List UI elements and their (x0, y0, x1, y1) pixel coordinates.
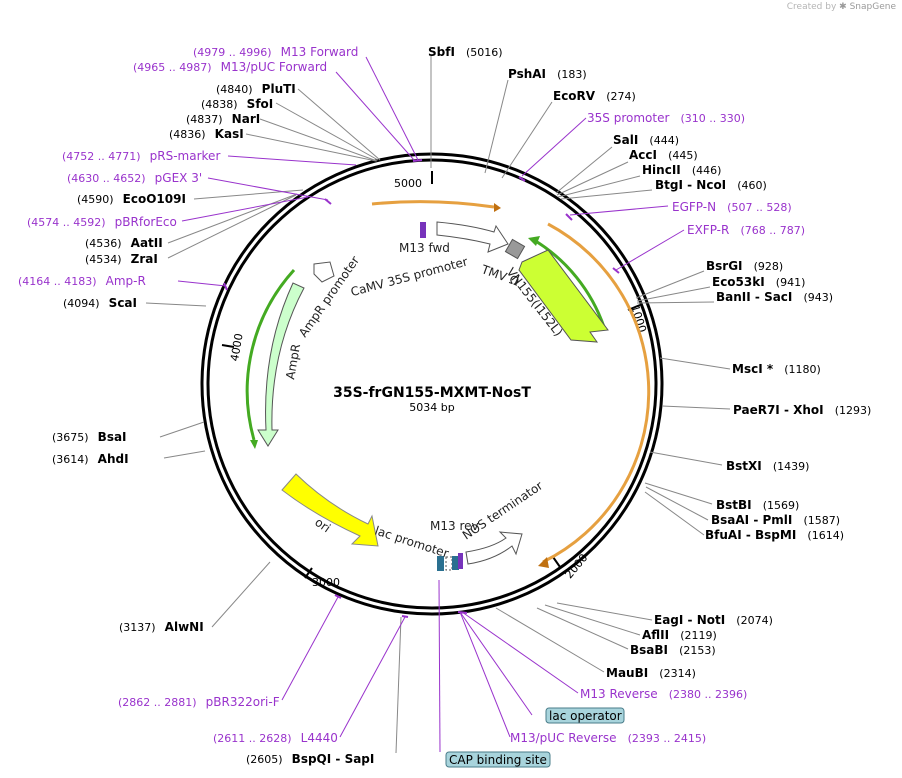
enzyme-banii-saci[interactable]: BanII - SacI (943) (716, 286, 833, 305)
green-arc-right (533, 238, 606, 328)
enzyme-maubi[interactable]: MauBI (2314) (606, 662, 696, 681)
primer-m13-forward[interactable]: (4979 .. 4996) M13 Forward (193, 41, 358, 60)
cap-site-box (437, 556, 444, 571)
enzyme-connectors (145, 56, 731, 754)
enzyme-msci[interactable]: MscI * (1180) (732, 358, 821, 377)
tick-4000: 4000 (228, 332, 246, 362)
label-ampr: AmpR (283, 343, 303, 381)
lac-operator-label-box[interactable] (545, 707, 625, 724)
enzyme-bsaai-pmli[interactable]: BsaAI - PmlI (1587) (711, 509, 840, 528)
m13-rev-box (458, 553, 463, 569)
primer-m13-puc-reverse[interactable]: M13/pUC Reverse (2393 .. 2415) (510, 727, 706, 746)
green-arc-left-arrow (250, 440, 258, 449)
enzyme-sali[interactable]: SalI (444) (613, 129, 679, 148)
m13-fwd-box (420, 222, 426, 238)
green-arc-right-arrow (528, 236, 540, 246)
enzyme-kasi[interactable]: (4836) KasI (169, 123, 244, 142)
primer-exfp-r[interactable]: EXFP-R (768 .. 787) (687, 219, 805, 238)
enzyme-btgi-ncoi[interactable]: BtgI - NcoI (460) (655, 174, 767, 193)
snapgene-watermark: Created by ✱ SnapGene (787, 2, 896, 12)
label-m13-rev: M13 rev (430, 519, 479, 533)
enzyme-labels: SbfI (5016) PshAI (183) EcoRV (274) SalI… (52, 41, 871, 767)
ampr-promoter-arrow (313, 261, 335, 283)
tick-3000: 3000 (312, 576, 340, 589)
plasmid-length: 5034 bp (409, 401, 454, 414)
primer-connectors (177, 56, 685, 753)
watermark-brand: SnapGene (849, 2, 896, 12)
tick-5000: 5000 (394, 177, 422, 190)
plasmid-name: 35S-frGN155-MXMT-NosT (333, 385, 531, 401)
vn155-arrow (518, 249, 609, 343)
enzyme-bstxi[interactable]: BstXI (1439) (726, 455, 809, 474)
cap-binding-site-label-box[interactable] (445, 751, 551, 768)
enzyme-bsai[interactable]: (3675) BsaI (52, 426, 127, 445)
enzyme-paer7i-xhoi[interactable]: PaeR7I - XhoI (1293) (733, 399, 871, 418)
enzyme-pshai[interactable]: PshAI (183) (508, 63, 587, 82)
enzyme-eco53ki[interactable]: Eco53kI (941) (712, 271, 805, 290)
backbone-outer (200, 152, 664, 616)
snapgene-logo-icon: ✱ (839, 2, 847, 12)
enzyme-zrai[interactable]: (4534) ZraI (85, 248, 158, 267)
primer-egfp-n[interactable]: EGFP-N (507 .. 528) (672, 196, 792, 215)
cap-binding-site-label: CAP binding site (449, 753, 547, 767)
enzyme-bsrgi[interactable]: BsrGI (928) (706, 255, 783, 274)
primer-pgex-3[interactable]: (4630 .. 4652) pGEX 3' (67, 167, 202, 186)
enzyme-nari[interactable]: (4837) NarI (186, 108, 260, 127)
primer-m13-reverse[interactable]: M13 Reverse (2380 .. 2396) (580, 683, 747, 702)
enzyme-sfoi[interactable]: (4838) SfoI (201, 93, 273, 112)
primer-m13-puc-forward[interactable]: (4965 .. 4987) M13/pUC Forward (133, 56, 327, 75)
primer-amp-r[interactable]: (4164 .. 4183) Amp-R (18, 270, 146, 289)
lac-operator-label: lac operator (549, 709, 622, 723)
enzyme-eagi-noti[interactable]: EagI - NotI (2074) (654, 609, 773, 628)
primer-l4440[interactable]: (2611 .. 2628) L4440 (213, 727, 338, 746)
enzyme-ahdi[interactable]: (3614) AhdI (52, 448, 129, 467)
primer-35s-promoter[interactable]: 35S promoter (310 .. 330) (587, 107, 745, 126)
enzyme-pluti[interactable]: (4840) PluTI (216, 78, 296, 97)
enzyme-ecoo109i[interactable]: (4590) EcoO109I (77, 188, 186, 207)
enzyme-acci[interactable]: AccI (445) (629, 144, 698, 163)
enzyme-alwni[interactable]: (3137) AlwNI (119, 616, 204, 635)
label-m13-fwd: M13 fwd (399, 241, 450, 255)
camv-35s-arrow (436, 221, 509, 253)
primer-pbrforeco[interactable]: (4574 .. 4592) pBRforEco (27, 211, 177, 230)
primer-labels: (4979 .. 4996) M13 Forward (4965 .. 4987… (18, 41, 805, 746)
enzyme-aatii[interactable]: (4536) AatII (85, 232, 163, 251)
watermark-prefix: Created by (786, 2, 837, 12)
enzyme-bsabi[interactable]: BsaBI (2153) (630, 639, 716, 658)
enzyme-hincii[interactable]: HincII (446) (642, 159, 721, 178)
enzyme-aflii[interactable]: AflII (2119) (642, 624, 717, 643)
nos-terminator-arrow (465, 531, 523, 565)
enzyme-ecorv[interactable]: EcoRV (274) (553, 85, 636, 104)
primer-ring-marks (223, 159, 620, 618)
cds-outline-top (371, 200, 495, 209)
primer-prs-marker[interactable]: (4752 .. 4771) pRS-marker (62, 145, 220, 164)
label-camv-35s: CaMV 35S promoter (349, 254, 469, 299)
green-arc-left (245, 268, 296, 441)
tmv-omega-box (504, 238, 526, 260)
cds-right-arrow (538, 557, 549, 568)
cds-outline-right (542, 222, 651, 564)
enzyme-bspqi-sapi[interactable]: (2605) BspQI - SapI (246, 748, 374, 767)
primer-pbr322ori-f[interactable]: (2862 .. 2881) pBR322ori-F (118, 691, 280, 710)
ampr-arrow (257, 282, 305, 447)
enzyme-bfuai-bspmi[interactable]: BfuAI - BspMI (1614) (705, 524, 844, 543)
cds-top-arrow (494, 203, 501, 212)
backbone-inner (206, 158, 658, 610)
enzyme-scai[interactable]: (4094) ScaI (63, 292, 137, 311)
lac-operator-box (452, 556, 459, 570)
enzyme-sbfi[interactable]: SbfI (5016) (428, 41, 503, 60)
enzyme-bstbi[interactable]: BstBI (1569) (716, 494, 799, 513)
lac-promoter-box (445, 556, 453, 571)
ori-arrow (281, 473, 379, 547)
